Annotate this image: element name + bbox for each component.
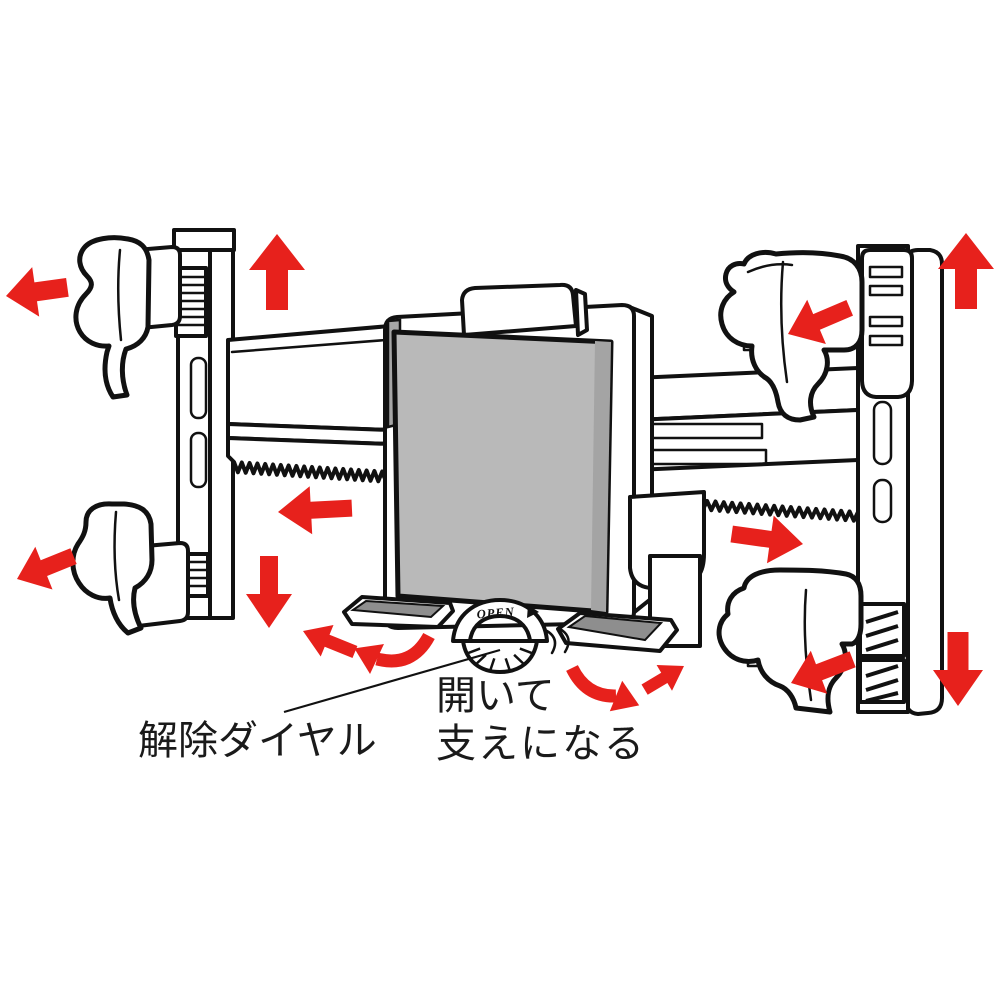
ratchet-teeth-lower <box>865 664 899 703</box>
left-foot-top <box>350 599 446 619</box>
dial-gear-hint <box>558 627 570 654</box>
red-arrow-left-rail-up <box>249 234 305 310</box>
release-dial-gear-teeth <box>466 647 534 671</box>
red-arrow-left-foot-swing <box>303 625 358 658</box>
red-arrow-top-left-outward <box>6 267 69 317</box>
red-arrow-right-rail-up <box>938 233 994 309</box>
top-right-claw-crease <box>746 263 794 274</box>
open-support-label-line1: 開いて <box>436 674 555 718</box>
top-right-clamp-claw <box>718 249 865 423</box>
holder-tab-side <box>574 288 589 337</box>
red-arrow-right-rail-down <box>933 632 983 706</box>
right-foot-top <box>566 614 664 642</box>
direction-arrows <box>6 233 994 712</box>
red-arrow-bottom-left-outward <box>17 546 77 590</box>
leader-line <box>283 648 501 714</box>
top-left-claw-crease <box>116 248 123 342</box>
top-left-clamp-claw <box>73 235 152 400</box>
right-rail-inner-bar <box>634 422 764 440</box>
right-rail-inner-bar <box>634 448 768 466</box>
release-dial-label: 解除ダイヤル <box>138 719 377 763</box>
top-right-clamp-slide-slats <box>868 265 904 347</box>
bottom-left-clamp-claw <box>70 501 155 636</box>
tablet-screen <box>391 329 614 615</box>
dial-rotate-chevron-icon <box>527 605 539 618</box>
left-rail-cap <box>172 228 236 252</box>
right-rail-slot <box>872 478 893 524</box>
tablet-screen-edge-shade <box>591 341 611 612</box>
red-arrow-top-right-clamp-inward <box>788 299 853 344</box>
dial-open-label: OPEN <box>476 605 515 622</box>
left-rail-band-serrated <box>226 436 392 484</box>
bottom-right-clamp-claw <box>716 567 864 715</box>
bottom-left-claw-crease <box>113 510 121 602</box>
release-dial-gear <box>461 639 539 674</box>
red-arrow-bottom-right-clamp-inward <box>791 650 856 694</box>
top-left-clamp <box>73 235 208 400</box>
red-arrow-left-foot-rotate-head <box>354 644 384 674</box>
feet-and-dial: OPEN <box>342 595 679 674</box>
top-right-claw-crease <box>779 260 789 384</box>
bottom-left-clamp <box>70 501 210 636</box>
tablet-holder <box>383 282 654 630</box>
red-arrow-left-rail-inward <box>278 486 353 535</box>
right-back-plate <box>904 248 944 716</box>
red-arrow-right-foot-rotate-head <box>609 680 640 712</box>
left-rail-detail-line <box>230 338 388 354</box>
release-dial-band <box>451 598 549 643</box>
top-left-clamp-screw-ridges <box>178 275 204 327</box>
red-arrow-right-foot-swing <box>641 665 684 695</box>
open-support-label-line2: 支えになる <box>436 722 646 766</box>
ratchet-teeth-upper <box>865 610 899 652</box>
right-arm-assembly <box>632 244 944 716</box>
top-right-clamp <box>718 249 865 423</box>
left-rail-slot <box>189 356 208 420</box>
bottom-right-clamp <box>716 567 864 715</box>
dial-gear-hint <box>545 629 557 655</box>
holder-top-tab <box>460 282 578 337</box>
red-arrow-right-foot-rotate <box>566 664 617 703</box>
right-rail-slot <box>872 400 893 466</box>
red-arrow-right-rail-outward <box>730 515 803 564</box>
red-arrow-left-rail-down <box>246 556 292 628</box>
red-arrow-left-foot-rotate <box>375 632 435 668</box>
left-rail-slot <box>189 431 208 489</box>
